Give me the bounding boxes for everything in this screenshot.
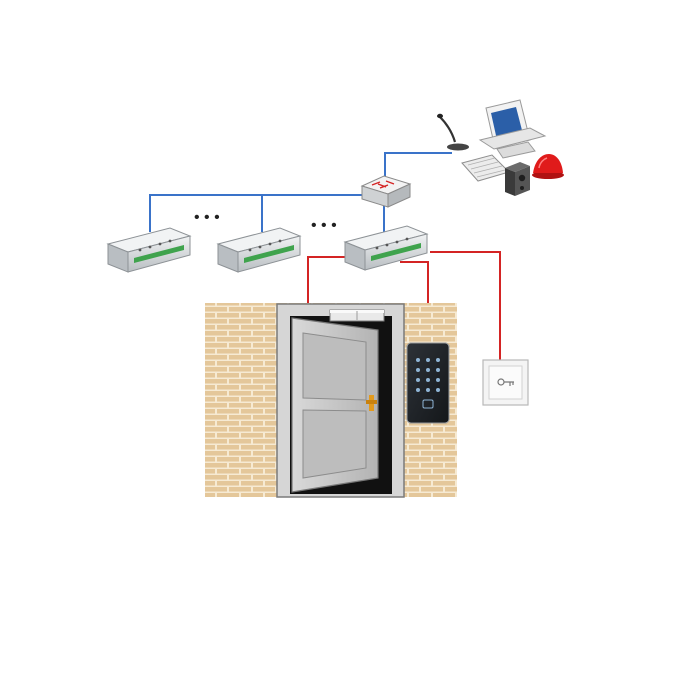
ellipsis-right: • • • [311, 217, 337, 234]
keyboard-icon [461, 154, 510, 182]
door-handle-icon [366, 395, 377, 411]
ellipsis-left: • • • [194, 209, 220, 226]
magnetic-lock-icon [329, 309, 385, 322]
cable-to-exit-button [430, 251, 501, 360]
keypad-reader-icon [406, 342, 450, 424]
microphone-icon [437, 113, 469, 151]
cable-bus [149, 194, 372, 232]
speaker-icon [505, 162, 530, 196]
controller-1 [106, 227, 192, 273]
exit-button-icon [482, 359, 529, 406]
controller-3 [343, 225, 429, 271]
alarm-siren-icon [532, 154, 564, 179]
pc-workstation [437, 99, 564, 196]
door-icon [276, 303, 405, 498]
cable-switch-to-pc [384, 152, 452, 180]
access-controller-icon [106, 225, 429, 273]
pc-monitor-icon [478, 99, 547, 159]
network-switch-icon [360, 175, 412, 208]
controller-2 [216, 227, 302, 273]
